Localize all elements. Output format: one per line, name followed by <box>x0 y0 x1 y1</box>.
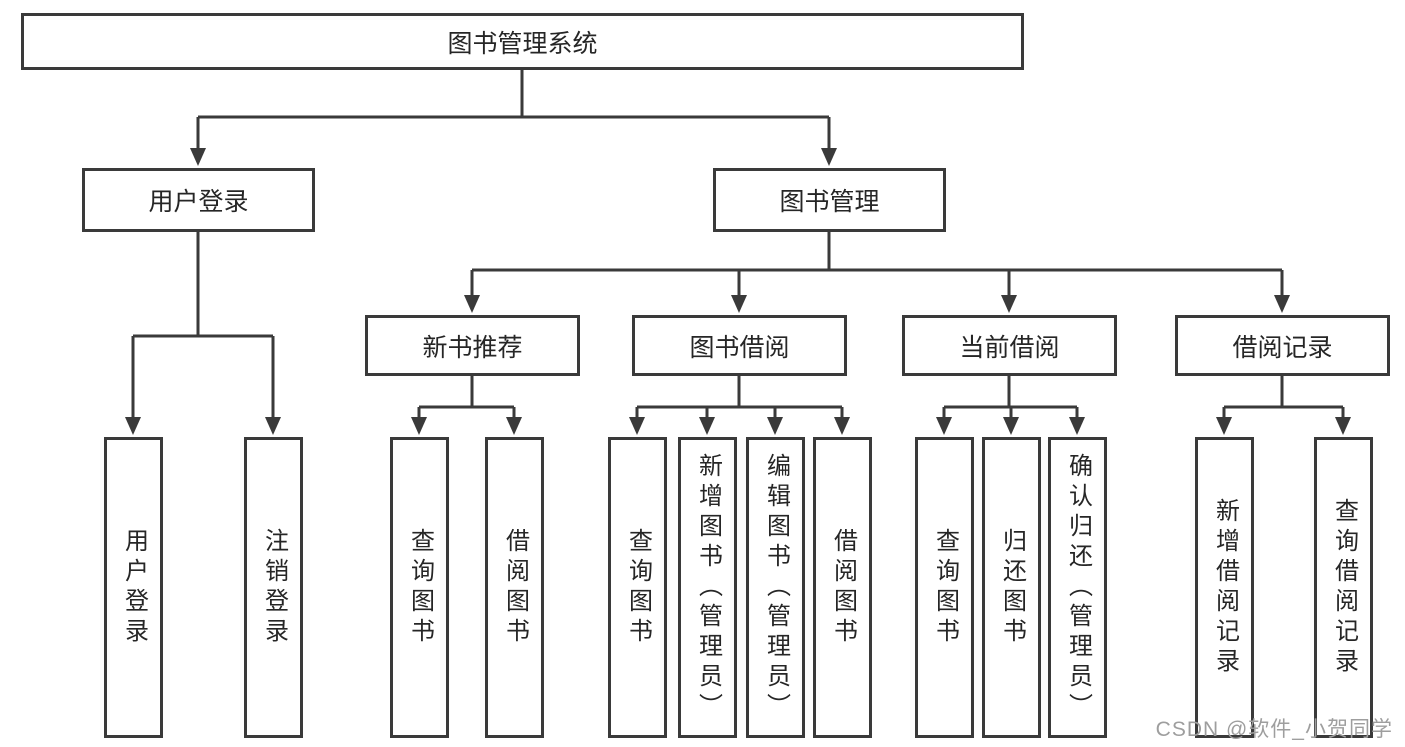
leaf-logout-label: 注销登录 <box>260 527 288 648</box>
leaf-confirm-return-admin: 确认归还（管理员） <box>1048 437 1107 738</box>
leaf-query-borrow-record-label: 查询借阅记录 <box>1330 497 1358 678</box>
connector-book-management <box>464 231 1290 313</box>
leaf-edit-books-admin: 编辑图书（管理员） <box>746 437 805 738</box>
leaf-borrow-books: 借阅图书 <box>813 437 872 738</box>
leaf-user-login-label: 用户登录 <box>120 527 148 648</box>
leaf-query-books-borrowing-label: 查询图书 <box>624 527 652 648</box>
connector-book-borrowing <box>629 375 850 435</box>
node-new-book-recommendation: 新书推荐 <box>365 315 580 376</box>
leaf-user-login: 用户登录 <box>104 437 163 738</box>
leaf-confirm-return-admin-label: 确认归还（管理员） <box>1064 452 1092 723</box>
connector-root <box>190 68 837 166</box>
leaf-add-books-admin-label: 新增图书（管理员） <box>694 452 722 723</box>
node-current-borrowing: 当前借阅 <box>902 315 1117 376</box>
csdn-watermark: CSDN @软件_小贺同学 <box>1155 718 1393 741</box>
leaf-borrow-books-recommend: 借阅图书 <box>485 437 544 738</box>
node-book-management: 图书管理 <box>713 168 946 232</box>
leaf-query-books-recommend: 查询图书 <box>390 437 449 738</box>
node-book-borrowing: 图书借阅 <box>632 315 847 376</box>
connector-new-book-recommendation <box>411 375 522 435</box>
leaf-borrow-books-recommend-label: 借阅图书 <box>501 527 529 648</box>
node-borrowing-records: 借阅记录 <box>1175 315 1390 376</box>
node-library-management-system: 图书管理系统 <box>21 13 1024 70</box>
leaf-add-borrow-record: 新增借阅记录 <box>1195 437 1254 738</box>
leaf-return-books: 归还图书 <box>982 437 1041 738</box>
node-user-login: 用户登录 <box>82 168 315 232</box>
leaf-add-books-admin: 新增图书（管理员） <box>678 437 737 738</box>
connector-user-login <box>125 231 281 435</box>
leaf-borrow-books-label: 借阅图书 <box>829 527 857 648</box>
leaf-add-borrow-record-label: 新增借阅记录 <box>1211 497 1239 678</box>
leaf-query-books-recommend-label: 查询图书 <box>406 527 434 648</box>
leaf-logout: 注销登录 <box>244 437 303 738</box>
leaf-return-books-label: 归还图书 <box>998 527 1026 648</box>
leaf-query-books-borrowing: 查询图书 <box>608 437 667 738</box>
leaf-query-books-current-label: 查询图书 <box>931 527 959 648</box>
connector-current-borrowing <box>936 375 1085 435</box>
connector-borrowing-records <box>1216 375 1351 435</box>
leaf-query-borrow-record: 查询借阅记录 <box>1314 437 1373 738</box>
leaf-query-books-current: 查询图书 <box>915 437 974 738</box>
leaf-edit-books-admin-label: 编辑图书（管理员） <box>762 452 790 723</box>
